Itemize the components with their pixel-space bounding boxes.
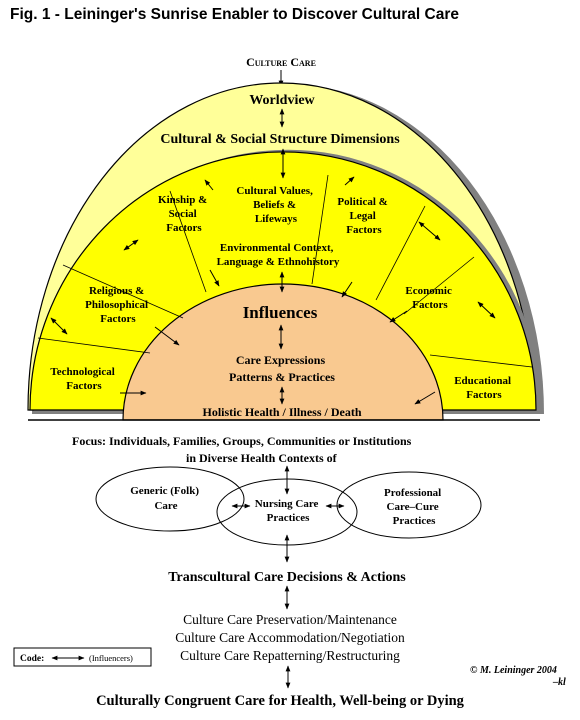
economic-factors-label: Economic Factors	[405, 285, 454, 311]
environmental-context-label: Environmental Context, Language & Ethnoh…	[217, 242, 340, 268]
decisions-actions-label: Transcultural Care Decisions & Actions	[168, 570, 406, 585]
educational-factors-label: Educational Factors	[454, 375, 514, 401]
technological-factors-label: Technological Factors	[50, 366, 117, 392]
religious-factors-label: Religious & Philosophical Factors	[85, 285, 151, 325]
action-repatterning: Culture Care Repatterning/Restructuring	[180, 648, 400, 663]
kinship-factors-label: Kinship & Social Factors	[158, 194, 210, 234]
code-legend-meaning: (Influencers)	[89, 653, 133, 663]
political-factors-label: Political & Legal Factors	[337, 196, 390, 236]
sunrise-semicircle	[27, 82, 544, 421]
copyright-text: © M. Leininger 2004 –kl	[470, 665, 566, 688]
influencer-arrows	[50, 176, 496, 405]
cultural-social-dimensions-label: Cultural & Social Structure Dimensions	[160, 132, 400, 147]
holistic-health-label: Holistic Health / Illness / Death	[203, 405, 362, 419]
worldview-label: Worldview	[249, 93, 315, 108]
cultural-values-label: Cultural Values, Beliefs & Lifeways	[236, 185, 315, 225]
action-preservation: Culture Care Preservation/Maintenance	[183, 612, 397, 627]
generic-care-label: Generic (Folk) Care	[130, 485, 201, 512]
figure-title: Fig. 1 - Leininger's Sunrise Enabler to …	[10, 6, 459, 23]
professional-care-label: Professional Care–Cure Practices	[384, 487, 444, 527]
influences-label: Influences	[243, 303, 318, 322]
action-accommodation: Culture Care Accommodation/Negotiation	[175, 630, 405, 645]
outcome-label: Culturally Congruent Care for Health, We…	[96, 693, 465, 709]
nursing-care-label: Nursing Care Practices	[255, 498, 321, 524]
code-legend: Code: (Influencers)	[13, 647, 152, 667]
code-legend-label: Code:	[20, 654, 44, 664]
focus-text: Focus: Individuals, Families, Groups, Co…	[72, 434, 414, 465]
culture-care-heading: Culture Care	[246, 55, 316, 69]
sector-dividers	[37, 174, 533, 368]
care-expressions-label: Care Expressions Patterns & Practices	[229, 353, 335, 384]
generic-care-ellipse	[95, 466, 245, 532]
core-semicircle	[122, 283, 444, 421]
